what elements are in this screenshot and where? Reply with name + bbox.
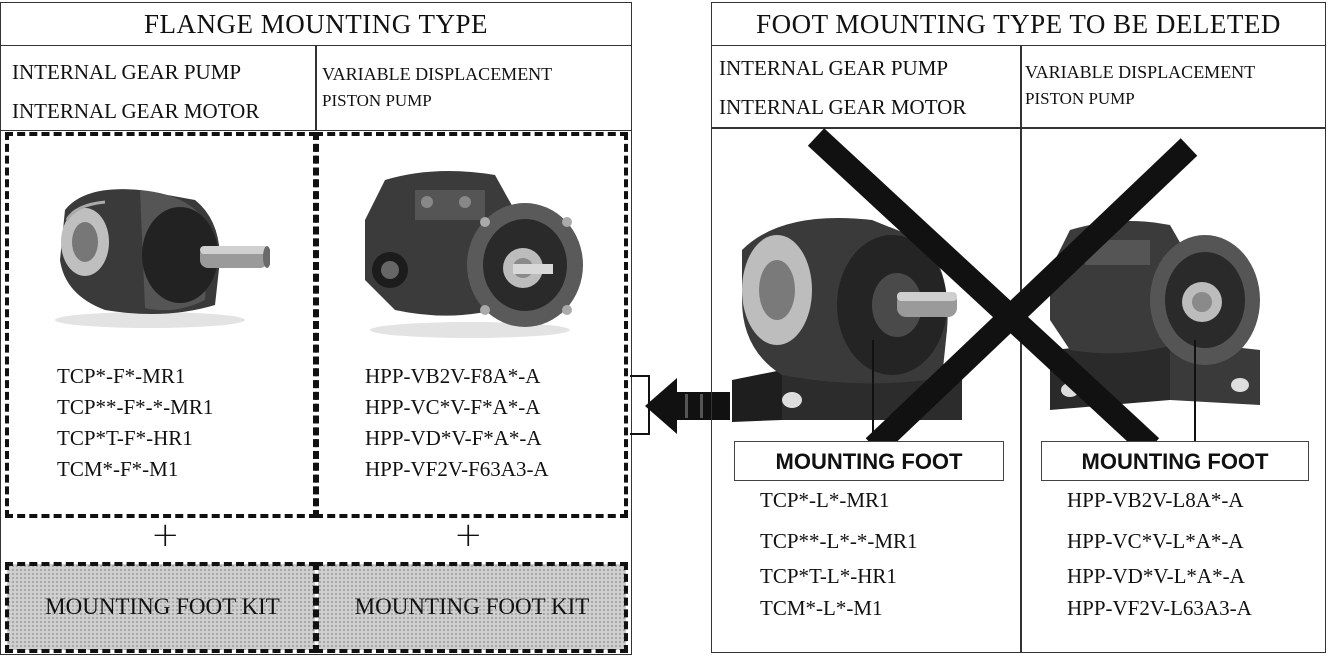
flange-left-header-line1: INTERNAL GEAR PUMP: [12, 60, 242, 84]
flange-header-divider: [315, 45, 317, 131]
foot-left-header-line2: INTERNAL GEAR MOTOR: [719, 95, 967, 119]
foot-right-model-2: HPP-VC*V-L*A*-A: [1067, 529, 1244, 553]
flange-right-model-1: HPP-VB2V-F8A*-A: [365, 364, 541, 388]
foot-left-model-3: TCP*T-L*-HR1: [760, 564, 897, 588]
flange-right-header-line2: PISTON PUMP: [322, 91, 432, 110]
flange-title: FLANGE MOUNTING TYPE: [144, 9, 488, 39]
flange-right-dashed-box: [315, 132, 628, 518]
flange-left-model-4: TCM*-F*-M1: [57, 457, 179, 481]
foot-left-header-line1: INTERNAL GEAR PUMP: [719, 56, 949, 80]
flange-left-model-3: TCP*T-F*-HR1: [57, 426, 193, 450]
flange-right-model-4: HPP-VF2V-F63A3-A: [365, 457, 549, 481]
mounting-foot-label-left: MOUNTING FOOT: [775, 449, 963, 474]
flange-content-frame: [0, 130, 632, 655]
kit-right-background: [318, 564, 626, 650]
flange-left-model-2: TCP**-F*-*-MR1: [57, 395, 214, 419]
flange-left-model-1: TCP*-F*-MR1: [57, 364, 186, 388]
foot-left-model-4: TCM*-L*-M1: [760, 596, 883, 620]
flange-right-model-2: HPP-VC*V-F*A*-A: [365, 395, 541, 419]
flange-right-model-3: HPP-VD*V-F*A*-A: [365, 426, 542, 450]
foot-title: FOOT MOUNTING TYPE TO BE DELETED: [756, 9, 1281, 39]
foot-right-model-1: HPP-VB2V-L8A*-A: [1067, 488, 1244, 512]
cross-out-icon: [807, 128, 1198, 455]
gear-pump-image: [55, 189, 270, 328]
flange-right-header-line1: VARIABLE DISPLACEMENT: [322, 64, 553, 84]
foot-column-divider: [1020, 45, 1022, 653]
foot-left-model-2: TCP**-L*-*-MR1: [760, 529, 918, 553]
mounting-foot-label-right: MOUNTING FOOT: [1081, 449, 1269, 474]
foot-right-model-4: HPP-VF2V-L63A3-A: [1067, 596, 1252, 620]
foot-right-header-line1: VARIABLE DISPLACEMENT: [1025, 62, 1256, 82]
kit-left-label: MOUNTING FOOT KIT: [45, 594, 280, 619]
flange-left-header-line2: INTERNAL GEAR MOTOR: [12, 99, 260, 123]
plus-sign-right: +: [454, 515, 483, 555]
piston-pump-image: [365, 171, 583, 338]
kit-right-label: MOUNTING FOOT KIT: [354, 594, 590, 619]
mounting-foot-label-left-box: [734, 441, 1004, 481]
left-arrow-icon: [645, 378, 730, 434]
foot-right-model-3: HPP-VD*V-L*A*-A: [1067, 564, 1245, 588]
plus-sign-left: +: [151, 515, 180, 555]
foot-right-header-line2: PISTON PUMP: [1025, 89, 1135, 108]
mounting-foot-label-right-box: [1041, 441, 1309, 481]
kit-right-dashed-box: [315, 562, 628, 653]
kit-left-background: [7, 564, 315, 650]
foot-body-box: [711, 45, 1326, 653]
foot-header-bottom-line: [711, 127, 1326, 129]
foot-left-model-1: TCP*-L*-MR1: [760, 488, 890, 512]
